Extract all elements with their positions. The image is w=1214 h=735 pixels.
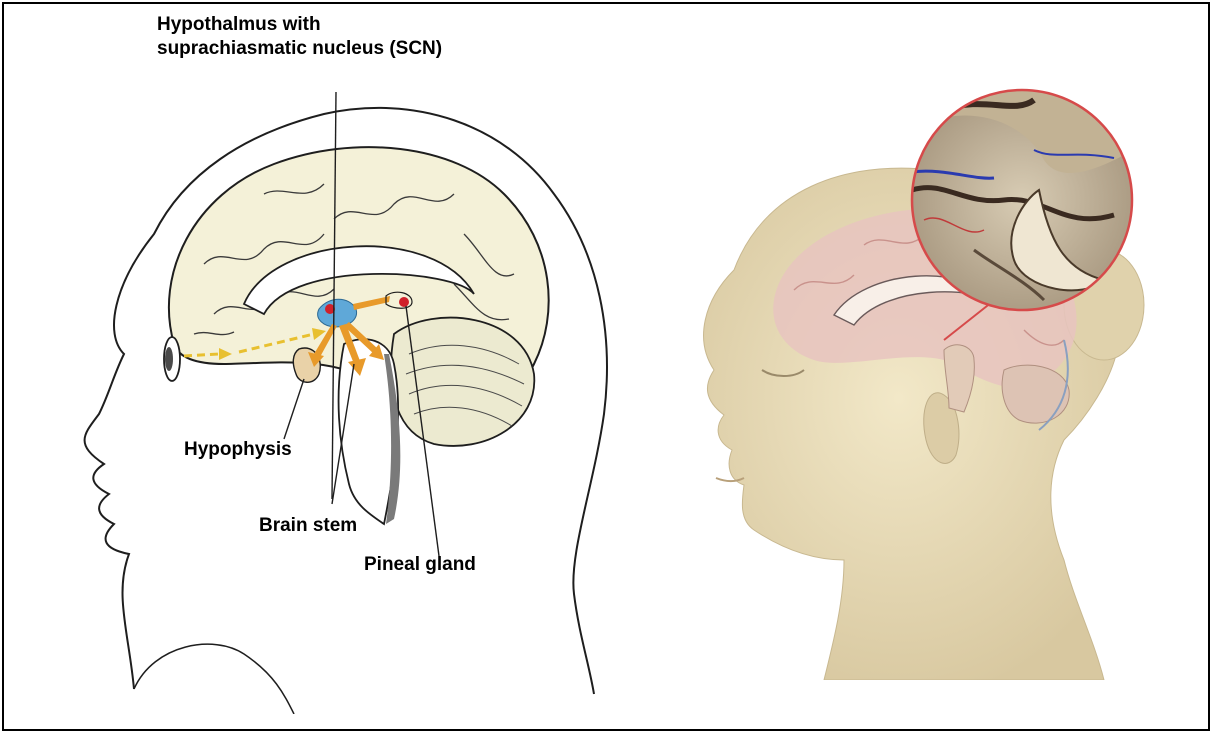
label-pineal-gland: Pineal gland [364,554,476,576]
cerebellum-right [1002,365,1069,423]
neck-line [134,644,294,714]
pineal-marker [399,297,409,307]
label-hypothalamus-line2: suprachiasmatic nucleus (SCN) [157,38,442,60]
label-hypophysis: Hypophysis [184,439,292,461]
iris [165,347,173,371]
left-panel [14,34,634,714]
shaded-head-illustration [644,40,1204,680]
cerebellum [391,318,534,446]
label-brain-stem: Brain stem [259,515,357,537]
head-brain-drawing [14,34,634,714]
leader-hypophysis [284,379,304,439]
label-hypothalamus-line1: Hypothalmus with [157,14,321,36]
right-panel [644,40,1204,680]
